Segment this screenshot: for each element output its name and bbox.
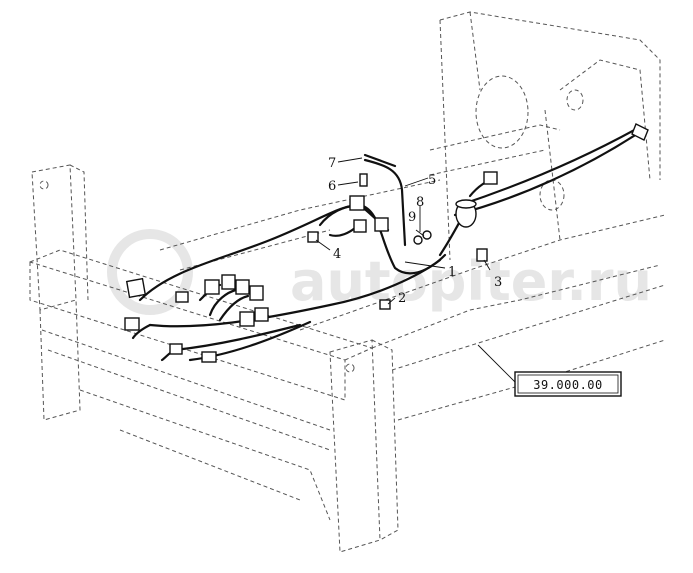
chassis-frame [29,11,666,553]
callout-leaders [315,157,516,383]
callout-3: 3 [494,275,502,290]
callout-5: 5 [428,173,436,188]
watermark-text: autopiter.ru [290,250,652,313]
watermark: autopiter.ru [107,229,652,315]
callout-2: 2 [398,291,406,306]
callout-8: 8 [416,195,424,210]
callout-1: 1 [448,265,456,280]
reference-box-label: 39.000.00 [533,378,603,392]
callout-4: 4 [333,247,341,262]
connectors [124,123,649,363]
callout-6: 6 [328,179,336,194]
callout-9: 9 [408,210,416,225]
callout-7: 7 [328,156,336,171]
reference-box: 39.000.00 [514,371,622,397]
callout-labels: 1 2 3 4 5 6 7 8 9 [328,156,502,306]
